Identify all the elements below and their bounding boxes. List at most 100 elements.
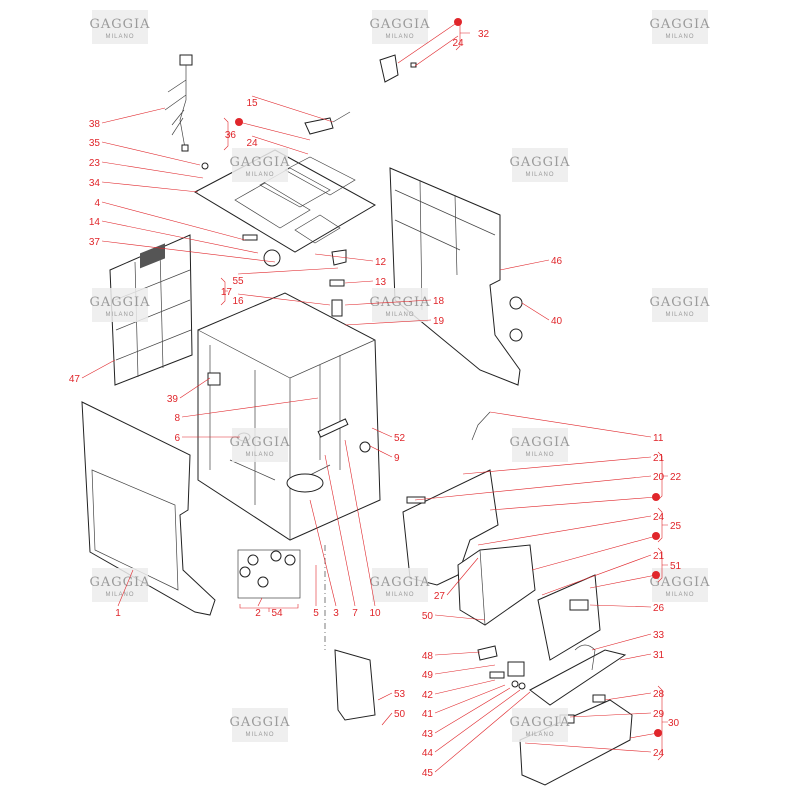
callout-label: 9 [394,453,400,464]
callout-label: 24 [653,748,665,759]
callout-leader [446,557,479,596]
callout-leader [377,692,393,701]
callout-label: 37 [89,237,101,248]
callout-leader [344,280,374,284]
callout-label: 12 [375,257,387,268]
callout-leader [489,496,657,511]
callout-leader [371,427,393,438]
callout-leader [434,651,481,656]
watermark-brand: GAGGIA [649,295,710,310]
wiring-harness [164,54,193,152]
callout-label: 1 [115,608,121,619]
callout-leader [101,141,201,166]
callout-leader [101,220,259,254]
callout-leader [524,742,652,753]
group-bracket [455,19,470,51]
callout-leader [434,687,511,734]
callout-leader [434,691,531,773]
callout-label: 19 [433,316,445,327]
callout-label: 53 [394,689,406,700]
watermark-brand: GAGGIA [229,155,290,170]
group-bracket [223,117,232,151]
callout-label: 4 [94,198,100,209]
callout-leader [619,653,652,661]
callout-leader [344,319,432,326]
callout-leader [531,535,657,571]
callout-leader [324,454,356,607]
group-bracket [657,507,668,543]
callout-label: 18 [433,296,445,307]
watermark-sub: MILANO [105,592,134,598]
kit-marker-dot [652,493,660,501]
watermark-sub: MILANO [105,312,134,318]
callout-leader [477,515,652,546]
watermark-sub: MILANO [245,732,274,738]
callout-leader [257,597,263,607]
callout-leader [344,299,432,306]
kit-marker-dot [652,532,660,540]
callout-label: 11 [653,433,664,444]
callout-label: 38 [89,119,101,130]
callout-leader [369,445,393,458]
callout-label: 21 [653,551,665,562]
callout-label: 46 [551,256,563,267]
callout-leader [344,439,376,607]
callout-label: 31 [653,650,665,661]
callout-label: 16 [232,296,244,307]
watermark-sub: MILANO [385,592,414,598]
kit-marker-dot [235,118,243,126]
callout-leader [251,95,334,123]
callout-label: 42 [422,690,434,701]
feet [237,549,301,599]
watermark-brand: GAGGIA [89,575,150,590]
kit-marker-dot [654,729,662,737]
side-grille [109,234,193,386]
callout-label: 54 [271,608,283,619]
callout-label: 17 [221,287,233,298]
callout-leader [101,240,276,263]
callout-label: 51 [670,561,682,572]
callout-leader [314,253,374,262]
callout-label: 7 [352,608,358,619]
callout-label: 36 [225,130,237,141]
callout-label: 49 [422,670,434,681]
watermark-sub: MILANO [665,312,694,318]
callout-leader [117,569,134,607]
watermark-sub: MILANO [385,34,414,40]
valve-assembly [477,645,526,690]
callout-label: 44 [422,748,434,759]
group-bracket [657,685,668,761]
callout-label: 32 [478,29,490,40]
callout-leader [589,604,652,608]
callout-leader [604,692,652,701]
callout-label: 50 [394,709,406,720]
group-bracket [657,547,668,583]
tank-lid [537,574,601,661]
callout-leader [101,161,204,179]
watermark-brand: GAGGIA [89,17,150,32]
callout-label: 34 [89,178,101,189]
callout-label: 39 [167,394,179,405]
callout-label: 26 [653,603,665,614]
watermark-sub: MILANO [665,592,694,598]
callout-leader [414,475,652,501]
callout-leader [434,689,521,753]
callout-label: 24 [452,38,464,49]
callout-label: 21 [653,453,665,464]
callout-label: 35 [89,138,101,149]
callout-label: 20 [653,472,665,483]
callout-label: 24 [246,138,258,149]
watermark-brand: GAGGIA [369,295,430,310]
callout-label: 43 [422,729,434,740]
callout-label: 47 [69,374,81,385]
